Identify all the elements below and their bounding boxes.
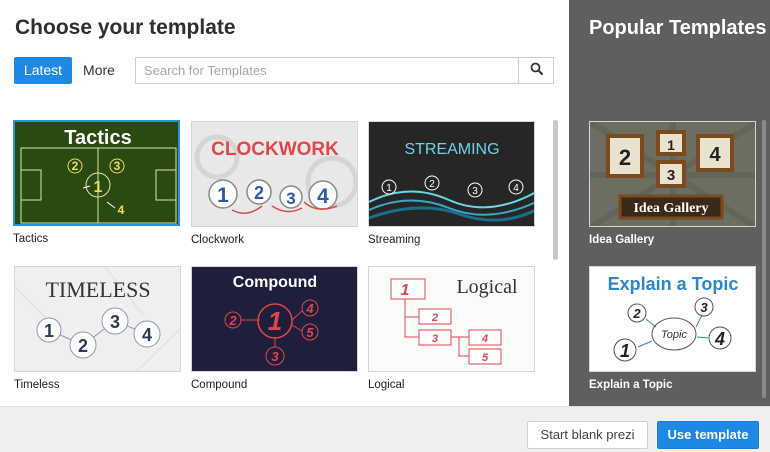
thumb-title: TIMELESS [45,277,150,302]
search-box [135,57,554,84]
start-blank-button[interactable]: Start blank prezi [527,421,648,449]
thumb-number: 4 [305,301,314,316]
thumb-number: 3 [472,186,478,197]
thumb-number: 3 [286,189,295,208]
thumb-center-label: Topic [661,329,687,341]
template-name: Streaming [368,234,421,246]
thumb-number: 3 [271,349,279,364]
thumb-number: 2 [429,179,435,190]
template-name: Clockwork [191,234,245,246]
popular-templates-panel: Popular Templates 2 1 4 3 Idea Gallery I… [569,0,770,406]
tab-latest[interactable]: Latest [14,57,72,84]
template-card-tactics[interactable]: Tactics 1 2 3 4 Tactics [13,120,180,245]
template-card-timeless[interactable]: TIMELESS 1 2 3 4 Timeless [14,266,181,391]
template-thumbnail: CLOCKWORK 1 2 3 4 [191,121,358,227]
template-name: Tactics [13,233,49,245]
use-template-button[interactable]: Use template [657,421,759,449]
templates-scrollbar[interactable] [553,120,558,260]
dialog-footer: Start blank prezi Use template [0,406,770,452]
thumb-number: 4 [714,329,725,349]
thumb-number: 4 [118,203,125,217]
thumb-number: 2 [78,336,88,356]
thumb-number: 1 [217,184,229,207]
thumb-number: 2 [619,145,631,170]
popular-scrollbar[interactable] [762,120,766,398]
thumb-title: Logical [456,276,518,298]
thumb-number: 2 [72,159,79,173]
template-thumbnail: Compound 1 2 3 4 5 [191,266,358,372]
template-card-compound[interactable]: Compound 1 2 3 4 5 Compound [191,266,358,391]
thumb-number: 4 [317,185,329,208]
template-name: Logical [368,379,405,391]
template-card-clockwork[interactable]: CLOCKWORK 1 2 3 4 Clockwork [191,121,358,246]
thumb-title: Compound [233,274,317,291]
thumb-number: 4 [709,144,721,166]
thumb-number: 1 [401,282,410,299]
search-button[interactable] [518,58,553,83]
thumb-number: 3 [432,333,438,345]
thumb-number: 1 [620,341,630,361]
thumb-number: 5 [482,352,489,364]
thumb-number: 3 [700,300,708,315]
template-name: Timeless [14,379,60,391]
popular-card-idea-gallery[interactable]: 2 1 4 3 Idea Gallery Idea Gallery [589,121,756,246]
thumb-number: 3 [114,159,121,173]
template-card-streaming[interactable]: STREAMING 1 2 3 4 Streaming [368,121,535,246]
dialog-title: Choose your template [15,16,236,39]
thumb-title: Idea Gallery [633,201,708,216]
thumb-number: 2 [254,183,264,203]
template-thumbnail: Logical 1 2 3 4 5 [368,266,535,372]
sidebar-title: Popular Templates [589,17,767,39]
template-thumbnail: Tactics 1 2 3 4 [13,120,180,226]
thumb-number: 2 [632,306,641,321]
tab-more[interactable]: More [83,62,115,78]
thumb-title: STREAMING [404,141,499,158]
template-name: Idea Gallery [589,234,655,246]
thumb-title: CLOCKWORK [211,139,339,160]
thumb-number: 4 [513,183,519,194]
template-name: Explain a Topic [589,379,673,391]
thumb-number: 1 [94,179,103,196]
template-thumbnail: STREAMING 1 2 3 4 [368,121,535,227]
thumb-number: 2 [228,313,237,328]
thumb-number: 1 [268,306,282,336]
thumb-number: 4 [142,325,152,345]
thumb-number: 1 [667,137,675,153]
template-thumbnail: Explain a Topic Topic 1 2 3 4 [589,266,756,372]
template-thumbnail: 2 1 4 3 Idea Gallery [589,121,756,227]
thumb-number: 2 [431,312,438,324]
thumb-title: Explain a Topic [608,274,739,294]
thumb-number: 5 [306,325,314,340]
template-thumbnail: TIMELESS 1 2 3 4 [14,266,181,372]
thumb-number: 1 [44,321,54,341]
template-name: Compound [191,379,248,391]
thumb-number: 3 [110,312,120,332]
template-chooser-main: Choose your template Latest More Tactics… [13,16,558,391]
thumb-number: 3 [667,167,675,184]
search-input[interactable] [136,58,520,83]
thumb-number: 4 [481,333,488,345]
thumb-number: 1 [386,183,392,194]
popular-card-explain-a-topic[interactable]: Explain a Topic Topic 1 2 3 4 Explain a … [589,266,756,391]
search-icon [530,62,543,80]
template-card-logical[interactable]: Logical 1 2 3 4 5 Logical [368,266,535,391]
thumb-title: Tactics [64,127,131,149]
